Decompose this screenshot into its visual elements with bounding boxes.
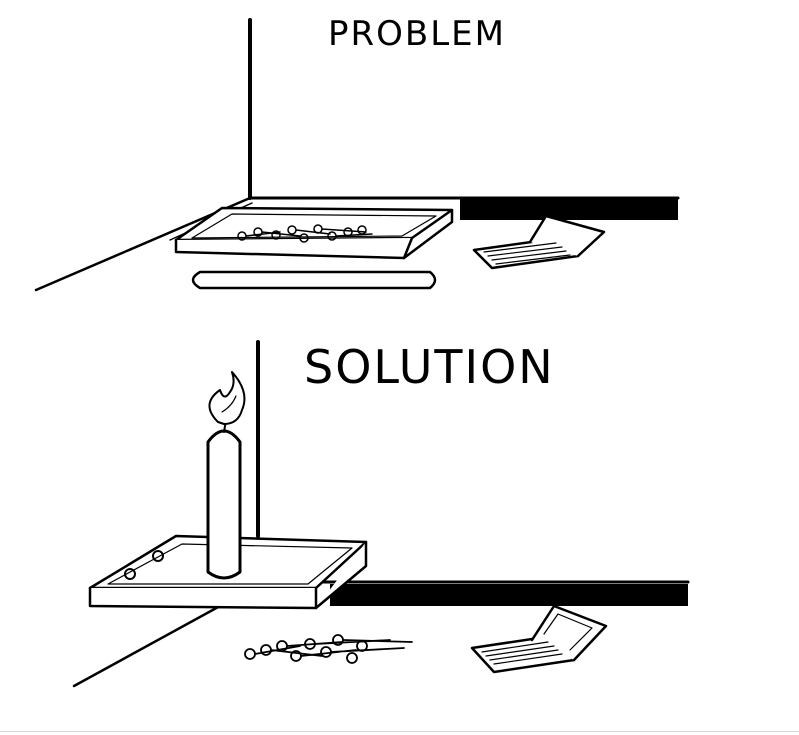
solution-table-diagonal: [72, 604, 222, 688]
problem-candle: [191, 270, 437, 290]
problem-matchbook: [472, 214, 606, 270]
tray-tack: [124, 568, 136, 580]
bottom-divider: [0, 731, 799, 732]
candle-flame: [208, 371, 246, 425]
solution-matchbook: [470, 604, 608, 674]
solution-wall-shadow: [330, 584, 688, 606]
problem-tack-box: [174, 206, 454, 260]
solution-scene: [72, 340, 690, 688]
solution-candle: [206, 419, 242, 580]
solution-tray: [88, 534, 368, 610]
problem-label: PROBLEM: [328, 14, 506, 54]
tray-tack: [152, 550, 164, 562]
problem-scene: [34, 18, 680, 292]
solution-tacks: [244, 634, 413, 664]
solution-label: SOLUTION: [304, 340, 555, 394]
problem-wall-shadow: [460, 198, 678, 220]
